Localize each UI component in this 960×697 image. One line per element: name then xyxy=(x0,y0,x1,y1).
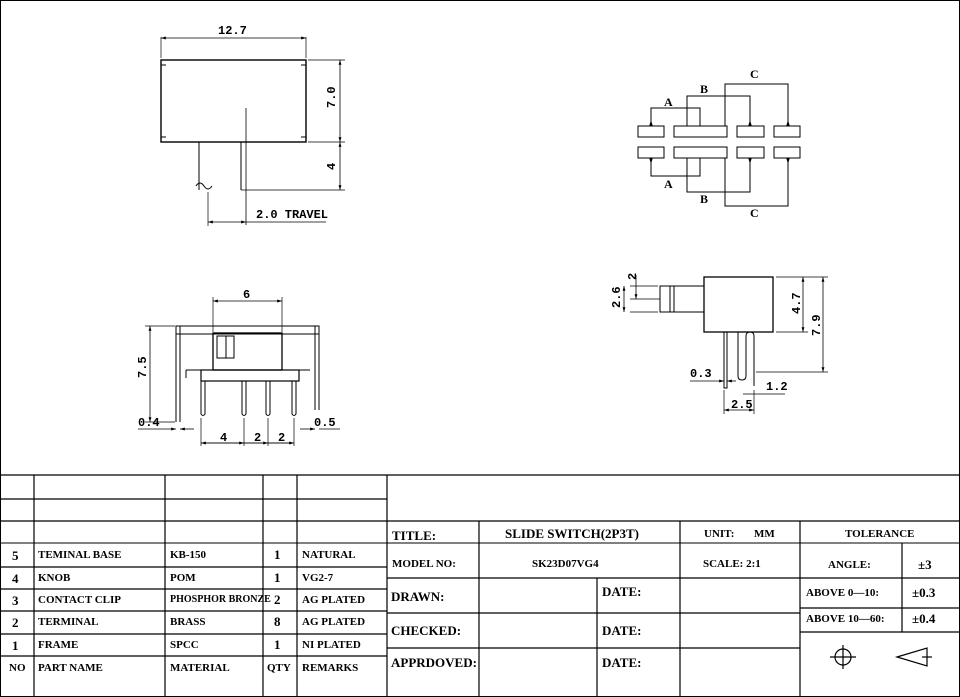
dim-side-pin-pitch: 2.5 xyxy=(731,398,753,412)
bom-part-name: FRAME xyxy=(38,639,79,651)
top-view xyxy=(160,36,345,226)
bom-row-1: 1 FRAME SPCC 1 NI PLATED xyxy=(0,635,387,657)
bom-no: 3 xyxy=(12,593,19,608)
dim-side-pin-width: 1.2 xyxy=(766,380,788,394)
dim-top-width: 12.7 xyxy=(218,24,247,38)
unit-value: MM xyxy=(754,528,775,540)
bom-remarks: NI PLATED xyxy=(302,639,361,651)
dim-side-pin-thk: 0.3 xyxy=(690,367,712,381)
pin-label-a-top: A xyxy=(664,95,673,109)
bom-no: 5 xyxy=(12,548,19,563)
bom-qty: 1 xyxy=(274,570,281,585)
bom-header-row: NO PART NAME MATERIAL QTY REMARKS xyxy=(0,657,387,679)
title-value: SLIDE SWITCH(2P3T) xyxy=(505,526,639,541)
dim-front-pin-width: 0.4 xyxy=(138,416,160,430)
bom-material: SPCC xyxy=(170,639,199,651)
bom-row-2: 2 TERMINAL BRASS 8 AG PLATED xyxy=(0,612,387,634)
dim-top-height: 7.0 xyxy=(325,86,339,108)
tolerance-title: TOLERANCE xyxy=(845,528,915,540)
dim-front-body-width: 6 xyxy=(243,288,250,302)
scale: SCALE: 2:1 xyxy=(703,558,761,570)
bom-header-no: NO xyxy=(9,662,26,674)
bom-material: BRASS xyxy=(170,616,206,628)
bom-no: 2 xyxy=(12,615,19,630)
drawn-label: DRAWN: xyxy=(391,589,445,604)
pin-label-b-top: B xyxy=(700,82,708,96)
bom-remarks: AG PLATED xyxy=(302,594,366,606)
pin-label-a-bottom: A xyxy=(664,177,673,191)
side-view xyxy=(622,275,828,414)
range2-label: ABOVE 10—60: xyxy=(806,613,885,625)
bom-material: POM xyxy=(170,572,196,584)
bom-part-name: CONTACT CLIP xyxy=(38,594,122,606)
pin-label-c-bottom: C xyxy=(750,206,759,220)
drawn-date-label: DATE: xyxy=(602,584,642,599)
bom-part-name: KNOB xyxy=(38,572,71,584)
bom-material: KB-150 xyxy=(170,549,207,561)
bom-remarks: VG2-7 xyxy=(302,572,334,584)
unit-label: UNIT: xyxy=(704,528,735,540)
bom-row-3: 3 CONTACT CLIP PHOSPHOR BRONZE 2 AG PLAT… xyxy=(0,590,387,612)
pin-diagram xyxy=(637,83,801,207)
model-label: MODEL NO: xyxy=(392,558,456,570)
checked-label: CHECKED: xyxy=(391,623,462,638)
bom-grid xyxy=(0,474,960,697)
title-block-grid xyxy=(387,520,960,697)
bom-qty: 1 xyxy=(274,637,281,652)
bom-header-remarks: REMARKS xyxy=(302,662,359,674)
dim-front-pitch-2: 2 xyxy=(254,431,261,445)
checked-date-label: DATE: xyxy=(602,623,642,638)
dim-side-knob-offset: 2.6 xyxy=(610,286,624,308)
bom-part-name: TERMINAL xyxy=(38,616,99,628)
bom-no: 1 xyxy=(12,638,19,653)
angle-value: ±3 xyxy=(918,557,932,572)
bom-qty: 2 xyxy=(274,592,281,607)
front-view xyxy=(138,297,340,446)
bom-row-5: 5 TEMINAL BASE KB-150 1 NATURAL xyxy=(0,545,387,567)
dim-front-pitch-1: 4 xyxy=(220,431,227,445)
bom-remarks: AG PLATED xyxy=(302,616,366,628)
approved-label: APPRDOVED: xyxy=(391,655,477,670)
dim-front-pitch-3: 2 xyxy=(278,431,285,445)
approved-date-label: DATE: xyxy=(602,655,642,670)
bom-row-4: 4 KNOB POM 1 VG2-7 xyxy=(0,568,387,590)
bom-material: PHOSPHOR BRONZE xyxy=(170,594,271,605)
bom-qty: 1 xyxy=(274,547,281,562)
dim-side-total: 7.9 xyxy=(810,314,824,336)
range1-label: ABOVE 0—10: xyxy=(806,587,880,599)
bom-header-qty: QTY xyxy=(267,662,291,674)
range1-value: ±0.3 xyxy=(912,585,936,600)
pin-label-b-bottom: B xyxy=(700,192,708,206)
model-value: SK23D07VG4 xyxy=(532,558,599,570)
bom-part-name: TEMINAL BASE xyxy=(38,549,122,561)
angle-label: ANGLE: xyxy=(828,559,871,571)
dim-side-knob: 2 xyxy=(626,273,640,280)
bom-no: 4 xyxy=(12,571,19,586)
bom-qty: 8 xyxy=(274,614,281,629)
range2-value: ±0.4 xyxy=(912,611,936,626)
dim-knob-height: 4 xyxy=(325,163,339,170)
dim-front-height: 7.5 xyxy=(136,356,150,378)
bom-header-part-name: PART NAME xyxy=(38,662,103,674)
bom-remarks: NATURAL xyxy=(302,549,356,561)
title-label: TITLE: xyxy=(392,528,437,543)
dim-front-side-tab: 0.5 xyxy=(314,416,336,430)
dim-travel: 2.0 TRAVEL xyxy=(256,208,328,222)
bom-header-material: MATERIAL xyxy=(170,662,230,674)
pin-label-c-top: C xyxy=(750,67,759,81)
dim-side-body: 4.7 xyxy=(790,292,804,314)
